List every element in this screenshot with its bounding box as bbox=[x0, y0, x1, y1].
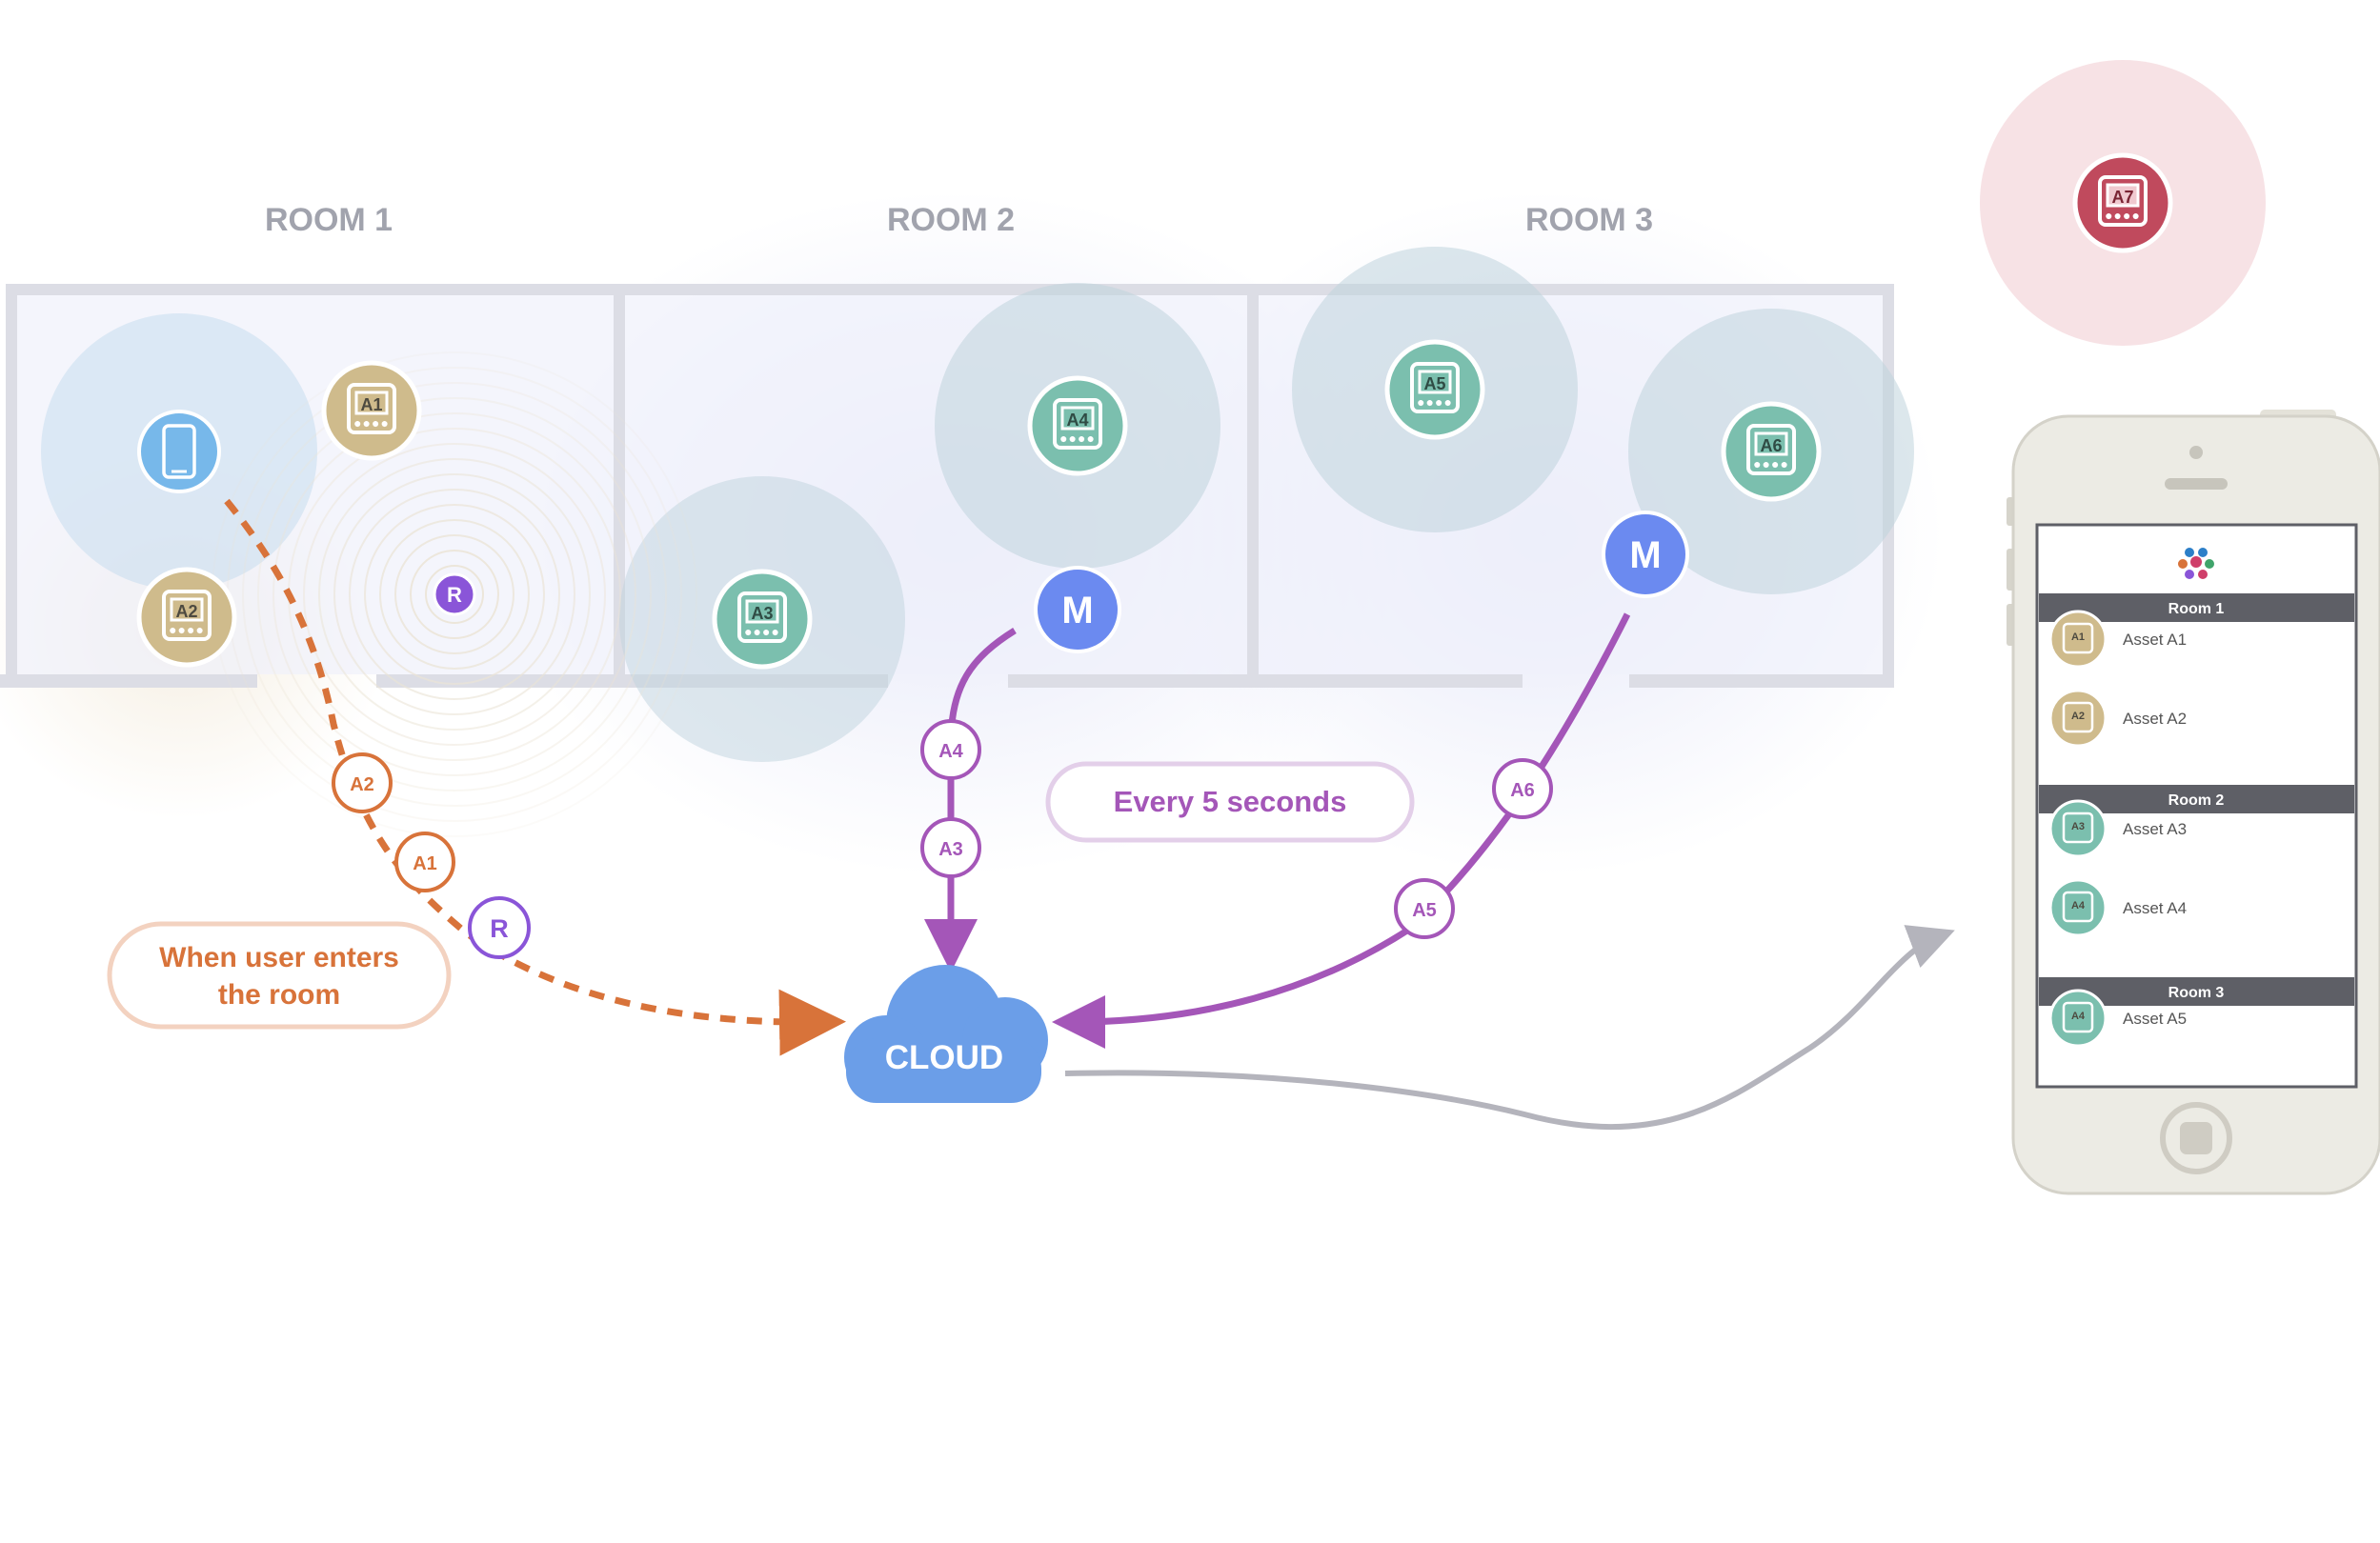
signal-ring bbox=[379, 519, 530, 670]
signal-ring bbox=[257, 397, 652, 792]
signal-ring bbox=[303, 443, 606, 746]
section-header-label: Room 2 bbox=[2168, 792, 2225, 809]
asset-a3-label: A3 bbox=[751, 604, 773, 623]
list-item[interactable]: A4 Asset A4 bbox=[2048, 878, 2187, 937]
user-enters-callout: When user enters the room bbox=[107, 921, 452, 1030]
list-item[interactable]: A3 Asset A3 bbox=[2048, 799, 2187, 858]
route-badge-label: A3 bbox=[938, 839, 963, 860]
asset-a5-icon: A5 ●●●● bbox=[1384, 339, 1485, 440]
asset-tag-icon-label: A2 bbox=[2071, 711, 2085, 722]
svg-text:●●●●: ●●●● bbox=[169, 622, 205, 637]
asset-a6-icon: A6 ●●●● bbox=[1721, 401, 1822, 502]
signal-ring bbox=[272, 412, 636, 776]
route-badge: A1 bbox=[394, 832, 455, 892]
asset-a7-icon: A7 ●●●● bbox=[2072, 152, 2173, 253]
list-item-label: Asset A1 bbox=[2123, 631, 2187, 649]
signal-ring bbox=[425, 565, 484, 624]
list-item-label: Asset A2 bbox=[2123, 710, 2187, 728]
user-phone-icon bbox=[137, 410, 221, 493]
route-badge-label: R bbox=[490, 914, 509, 943]
interval-callout: Every 5 seconds bbox=[1045, 761, 1415, 843]
signal-ring bbox=[364, 504, 545, 685]
gray-route-to-phone bbox=[1064, 925, 1955, 1130]
room-2-label: ROOM 2 bbox=[887, 202, 1015, 238]
asset-a6-label: A6 bbox=[1760, 436, 1782, 455]
asset-a2-label: A2 bbox=[175, 602, 197, 621]
list-item[interactable]: A4 Asset A5 bbox=[2048, 989, 2187, 1048]
svg-text:●●●●: ●●●● bbox=[353, 415, 390, 431]
route-badge-label: A5 bbox=[1412, 900, 1437, 921]
list-item[interactable]: A1 Asset A1 bbox=[2048, 610, 2187, 669]
asset-a5-label: A5 bbox=[1423, 374, 1445, 393]
route-badge-label: A2 bbox=[350, 774, 374, 795]
signal-ring bbox=[333, 473, 575, 715]
svg-text:●●●●: ●●●● bbox=[1417, 394, 1453, 410]
asset-a3-icon: A3 ●●●● bbox=[712, 569, 813, 670]
list-item-label: Asset A3 bbox=[2123, 820, 2187, 838]
app-logo-icon bbox=[2178, 548, 2214, 579]
asset-tag-icon-label: A1 bbox=[2071, 631, 2085, 643]
asset-a4-icon: A4 ●●●● bbox=[1027, 375, 1128, 476]
route-badge: A3 bbox=[920, 817, 981, 878]
cloud-icon: CLOUD bbox=[844, 965, 1048, 1103]
monitor-label: M bbox=[1629, 534, 1661, 576]
list-item[interactable]: A2 Asset A2 bbox=[2048, 689, 2187, 748]
section-header-label: Room 3 bbox=[2168, 985, 2225, 1001]
route-badge: A4 bbox=[920, 719, 981, 780]
asset-tag-icon-label: A3 bbox=[2071, 821, 2085, 832]
room-3-label: ROOM 3 bbox=[1525, 202, 1653, 238]
list-item-label: Asset A5 bbox=[2123, 1010, 2187, 1028]
route-badge: A6 bbox=[1492, 758, 1553, 819]
route-badge-label: A6 bbox=[1510, 780, 1535, 801]
signal-ring bbox=[242, 382, 667, 807]
asset-a1-label: A1 bbox=[360, 395, 382, 414]
receiver-label: R bbox=[447, 583, 462, 607]
signal-ring bbox=[349, 489, 560, 700]
route-badge: A5 bbox=[1394, 878, 1455, 939]
asset-a4-label: A4 bbox=[1066, 411, 1088, 430]
svg-text:●●●●: ●●●● bbox=[1753, 456, 1789, 471]
signal-ring bbox=[410, 550, 499, 639]
monitor-icon: M bbox=[1602, 511, 1689, 598]
asset-a2-icon: A2 ●●●● bbox=[136, 567, 237, 668]
cloud-label: CLOUD bbox=[885, 1039, 1003, 1076]
list-item-label: Asset A4 bbox=[2123, 899, 2187, 917]
svg-text:●●●●: ●●●● bbox=[744, 624, 780, 639]
route-badge: A2 bbox=[332, 752, 393, 813]
user-enters-line-1: When user enters bbox=[159, 942, 399, 973]
monitor-icon: M bbox=[1034, 566, 1121, 653]
asset-a7-label: A7 bbox=[2111, 188, 2133, 207]
room-1-label: ROOM 1 bbox=[265, 202, 393, 238]
interval-text: Every 5 seconds bbox=[1114, 785, 1347, 818]
asset-tag-icon-label: A4 bbox=[2071, 1011, 2086, 1022]
receiver-icon: R bbox=[433, 572, 476, 616]
route-badge-label: A4 bbox=[938, 741, 963, 762]
svg-text:●●●●: ●●●● bbox=[1059, 431, 1096, 446]
section-header-label: Room 1 bbox=[2168, 601, 2225, 617]
monitor-label: M bbox=[1061, 590, 1093, 631]
user-enters-line-2: the room bbox=[218, 979, 340, 1011]
signal-ring bbox=[394, 534, 514, 654]
asset-a1-icon: A1 ●●●● bbox=[321, 360, 422, 461]
asset-tag-icon-label: A4 bbox=[2071, 900, 2086, 912]
signal-ring bbox=[318, 458, 591, 731]
route-badge-label: A1 bbox=[413, 853, 437, 874]
svg-text:●●●●: ●●●● bbox=[2105, 208, 2141, 223]
route-badge: R bbox=[468, 896, 531, 959]
